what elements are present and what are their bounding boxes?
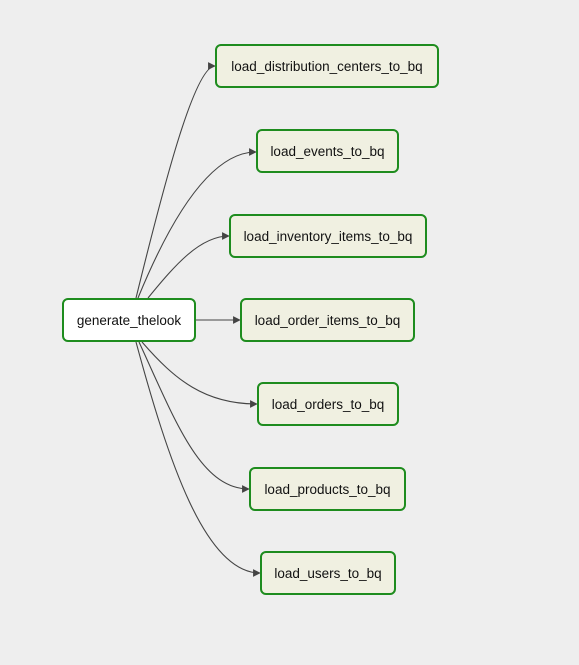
task-node-label: generate_thelook: [76, 312, 182, 328]
task-node-label: load_products_to_bq: [264, 481, 391, 497]
task-node-label: load_inventory_items_to_bq: [243, 228, 413, 244]
edge-to-load-orders: [141, 341, 258, 408]
task-node-label: load_events_to_bq: [270, 143, 385, 159]
task-node-label: load_distribution_centers_to_bq: [231, 58, 423, 74]
task-node-generate-thelook[interactable]: generate_thelook: [62, 298, 196, 342]
task-node-load-users-to-bq[interactable]: load_users_to_bq: [260, 551, 396, 595]
task-node-load-order-items-to-bq[interactable]: load_order_items_to_bq: [240, 298, 415, 342]
task-node-load-orders-to-bq[interactable]: load_orders_to_bq: [257, 382, 399, 426]
edge-to-load-inventory-items: [147, 232, 230, 299]
edge-to-load-products: [138, 341, 250, 493]
task-node-load-distribution-centers-to-bq[interactable]: load_distribution_centers_to_bq: [215, 44, 439, 88]
edge-to-load-events: [137, 148, 257, 299]
task-node-load-events-to-bq[interactable]: load_events_to_bq: [256, 129, 399, 173]
task-node-load-products-to-bq[interactable]: load_products_to_bq: [249, 467, 406, 511]
task-node-load-inventory-items-to-bq[interactable]: load_inventory_items_to_bq: [229, 214, 427, 258]
task-node-label: load_order_items_to_bq: [254, 312, 401, 328]
edge-to-load-distribution-centers: [135, 62, 216, 299]
task-node-label: load_orders_to_bq: [271, 396, 385, 412]
task-node-label: load_users_to_bq: [274, 565, 382, 581]
edge-to-load-users: [135, 341, 261, 577]
